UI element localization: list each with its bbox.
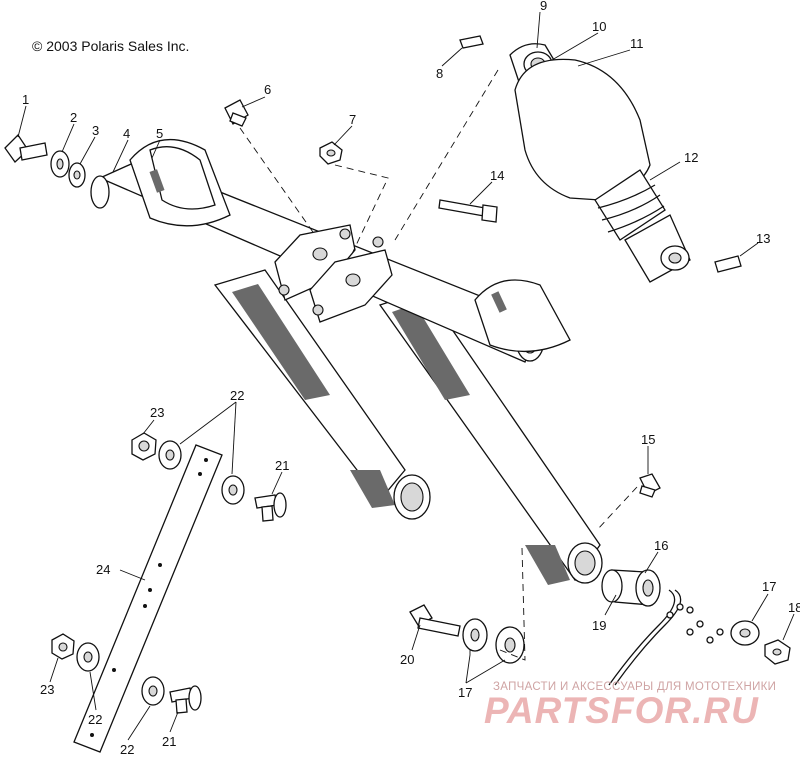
callout-5: 5 <box>156 126 163 141</box>
left-arm <box>213 269 431 520</box>
callout-16: 16 <box>654 538 668 553</box>
grease-fitting-part-6 <box>224 99 249 127</box>
callout-4: 4 <box>123 126 130 141</box>
callout-2: 2 <box>70 110 77 125</box>
right-clamp <box>474 279 571 353</box>
callout-1: 1 <box>22 92 29 107</box>
callout-6: 6 <box>264 82 271 97</box>
callout-17-left: 17 <box>458 685 472 700</box>
bolt-part-1 <box>4 133 48 163</box>
pin-part-8 <box>459 35 484 49</box>
washer-part-17-left <box>462 618 525 664</box>
callout-22-mid: 22 <box>88 712 102 727</box>
washer-part-22-b <box>221 475 245 505</box>
callout-11: 11 <box>630 36 644 51</box>
callout-23-lower: 23 <box>40 682 54 697</box>
callout-24: 24 <box>96 562 110 577</box>
washer-part-3 <box>68 162 86 188</box>
nut-part-23-upper <box>131 432 157 461</box>
bushing-part-16 <box>601 569 661 607</box>
pin-part-21-lower <box>169 685 202 714</box>
pin-part-21-upper <box>254 492 287 522</box>
callout-22-upper: 22 <box>230 388 244 403</box>
callout-7: 7 <box>349 112 356 127</box>
bolt-part-14 <box>438 199 498 223</box>
callout-19: 19 <box>592 618 606 633</box>
hole-pattern <box>666 603 724 644</box>
watermark-logo: PARTSFOR.RU <box>484 690 759 731</box>
washer-part-17-right <box>730 620 760 646</box>
callout-14: 14 <box>490 168 504 183</box>
assembly-lines <box>239 69 638 661</box>
washer-part-22-a <box>158 440 182 470</box>
callout-13: 13 <box>756 231 770 246</box>
strap-part-24 <box>73 444 223 753</box>
pin-part-13 <box>714 255 742 273</box>
shock-absorber <box>509 43 691 283</box>
callout-8: 8 <box>436 66 443 81</box>
callout-labels: 1 2 3 4 5 6 7 8 9 10 11 12 13 14 15 16 1… <box>22 0 800 757</box>
callout-23-upper: 23 <box>150 405 164 420</box>
callout-3: 3 <box>92 123 99 138</box>
nut-part-23-lower <box>51 633 75 660</box>
right-arm <box>378 289 603 585</box>
callout-17-right: 17 <box>762 579 776 594</box>
nut-part-18 <box>764 639 791 665</box>
callout-22-lower: 22 <box>120 742 134 757</box>
callout-9: 9 <box>540 0 547 13</box>
copyright-notice: © 2003 Polaris Sales Inc. <box>32 38 190 54</box>
callout-20: 20 <box>400 652 414 667</box>
callout-21-upper: 21 <box>275 458 289 473</box>
leader-lines <box>17 11 795 741</box>
bolt-part-20 <box>409 604 461 637</box>
callout-15: 15 <box>641 432 655 447</box>
shock-mount-brackets <box>274 224 393 323</box>
callout-10: 10 <box>592 19 606 34</box>
callout-21-lower: 21 <box>162 734 176 749</box>
callout-12: 12 <box>684 150 698 165</box>
spring-rod-part-19 <box>608 589 682 686</box>
washer-part-22-d <box>141 676 165 706</box>
callout-18: 18 <box>788 600 800 615</box>
nut-part-7 <box>319 141 343 165</box>
watermark-tagline: ЗАПЧАСТИ И АКСЕССУАРЫ ДЛЯ МОТОТЕХНИКИ <box>493 681 777 693</box>
washer-part-2 <box>50 150 70 178</box>
washer-part-22-c <box>76 642 100 672</box>
left-clamp <box>129 138 231 227</box>
grease-fitting-part-15 <box>639 473 661 498</box>
